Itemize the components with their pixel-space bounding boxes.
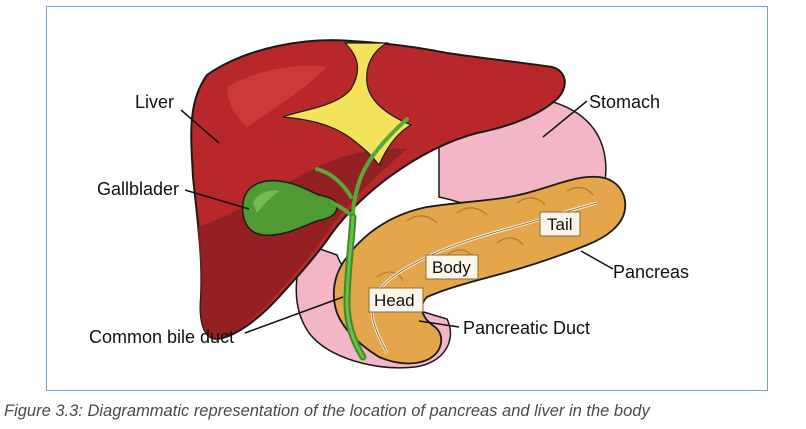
tail-label-box [539, 211, 581, 237]
pancreas-texture [376, 186, 594, 282]
pancreatic-duct-leader [418, 320, 460, 328]
pancreatic-duct-label: Pancreatic Duct [463, 318, 590, 338]
hepatic-duct-left [351, 117, 409, 219]
stomach-leader [542, 100, 588, 138]
common-bile-duct-leader [244, 296, 344, 334]
anatomy-diagram: Liver Gallblader Common bile duct Stomac… [89, 39, 689, 369]
pancreas-leader [580, 250, 614, 270]
stomach-label: Stomach [589, 92, 660, 112]
liver-label: Liver [135, 92, 174, 112]
liver-highlight [227, 65, 327, 127]
body-label-box [425, 254, 479, 280]
falciform-ligament [282, 42, 413, 167]
body-label: Body [432, 258, 471, 277]
tail-label: Tail [547, 215, 573, 234]
diagram-frame: Liver Gallblader Common bile duct Stomac… [46, 6, 768, 391]
gallbladder-label: Gallblader [97, 179, 179, 199]
gallbladder-highlight [253, 190, 279, 213]
gallbladder-leader [184, 189, 250, 210]
head-label: Head [374, 291, 415, 310]
hepatic-duct-right [315, 167, 353, 199]
pancreas-label: Pancreas [613, 262, 689, 282]
head-label-box [368, 287, 424, 313]
liver-leader [180, 109, 220, 144]
common-bile-duct-label: Common bile duct [89, 327, 234, 347]
figure-caption: Figure 3.3: Diagrammatic representation … [4, 402, 650, 420]
